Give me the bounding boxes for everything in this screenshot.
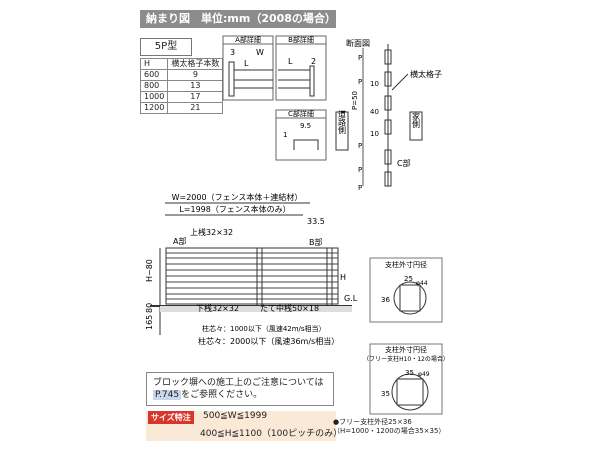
post2-phi: φ49: [418, 371, 430, 378]
detail-b: B部詳細 L 2: [275, 35, 327, 101]
section-p: P: [358, 78, 362, 86]
gl-label: G.L: [344, 294, 358, 303]
page-ref: P.745: [153, 390, 182, 400]
detail-b-dim1: L: [288, 57, 293, 66]
dim-165: 165: [145, 315, 154, 330]
h-header: H: [139, 58, 169, 70]
free-post-line1: ●フリー支柱外径25×36: [333, 418, 412, 426]
section-dim: 10: [370, 130, 379, 138]
c-part-label: C部: [397, 158, 411, 168]
post-detail-2: 支柱外寸円径 （フリー支柱H10・12の場合） 35 35 φ49: [363, 343, 449, 415]
note-line1: ブロック塀への施工上のご注意については: [153, 378, 324, 388]
type-label: 5P型: [140, 38, 192, 56]
section-dim: 40: [370, 108, 379, 116]
post2-subtitle: （フリー支柱H10・12の場合）: [363, 355, 449, 363]
post2-dim-b: 35: [381, 390, 390, 398]
detail-c: C部詳細 9.5 1: [275, 109, 327, 161]
section-p50: P=50: [351, 91, 359, 110]
mid-rail-label: たて中桟50×18: [260, 303, 319, 313]
section-p: P: [358, 166, 362, 174]
post1-title: 支柱外寸円径: [385, 260, 427, 269]
size-width-range: 500≦W≦1999: [203, 411, 268, 421]
core-label-1: 柱芯々：1000以下（風速42m/s相当）: [202, 324, 326, 333]
road-side-label: 道路側: [338, 109, 347, 134]
post2-dim-a: 35: [405, 369, 414, 377]
post1-phi: φ44: [416, 280, 428, 287]
detail-a-dim2: W: [256, 48, 264, 57]
bottom-rail-label: 下桟32×32: [196, 303, 239, 313]
detail-a: A部詳細 3 W L: [222, 35, 274, 101]
size-custom-tag: サイズ特注: [148, 411, 194, 424]
post1-dim-b: 36: [381, 296, 390, 304]
section-view: 断面図 P P P P P P=50 10 40 10 横太格子 道路側 家側 …: [335, 38, 442, 192]
detail-a-dim1: 3: [230, 48, 235, 57]
detail-b-dim2: 2: [311, 57, 316, 66]
note-line2: をご参照ください。: [181, 390, 263, 400]
elevation-view: W=2000（フェンス本体＋連結材） L=1998（フェンス本体のみ） 33.5…: [145, 192, 358, 346]
section-p: P: [358, 54, 362, 62]
w-label: W=2000（フェンス本体＋連結材）: [172, 192, 303, 202]
h-cell: 1200: [139, 102, 169, 114]
a-part-label: A部: [173, 236, 186, 246]
dim-80: 80: [145, 303, 154, 313]
size-height-range: 400≦H≦1100（100ピッチのみ）: [200, 429, 343, 439]
detail-c-dim2: 1: [283, 131, 287, 139]
detail-c-dim1: 9.5: [300, 122, 311, 130]
detail-a-dim3: L: [244, 59, 249, 68]
detail-b-title: B部詳細: [288, 35, 314, 44]
section-p: P: [358, 142, 362, 150]
h-minus-80: H−80: [145, 259, 154, 282]
free-post-note: ●フリー支柱外径25×36 （H=1000・1200の場合35×35）: [333, 418, 445, 436]
page-title: 納まり図 単位:mm（2008の場合）: [140, 10, 336, 28]
house-side-label: 家側: [412, 111, 421, 128]
core-label-2: 柱芯々：2000以下（風速36m/s相当）: [198, 336, 339, 346]
d335-label: 33.5: [307, 217, 325, 226]
top-rail-label: 上桟32×32: [190, 227, 233, 237]
free-post-line2: （H=1000・1200の場合35×35）: [333, 427, 446, 435]
section-p: P: [358, 184, 362, 192]
detail-c-title: C部詳細: [288, 109, 314, 118]
b-part-label: B部: [309, 237, 323, 247]
section-title: 断面図: [346, 38, 370, 48]
h-label: H: [340, 273, 346, 282]
section-bar-label: 横太格子: [410, 69, 442, 79]
detail-a-title: A部詳細: [235, 35, 261, 44]
count-cell: 21: [167, 102, 224, 114]
post1-dim-a: 25: [404, 275, 413, 283]
post2-title: 支柱外寸円径: [385, 345, 427, 354]
section-dim: 10: [370, 80, 379, 88]
l-label: L=1998（フェンス本体のみ）: [179, 204, 290, 214]
post-detail-1: 支柱外寸円径 25 36 φ44: [369, 257, 443, 323]
